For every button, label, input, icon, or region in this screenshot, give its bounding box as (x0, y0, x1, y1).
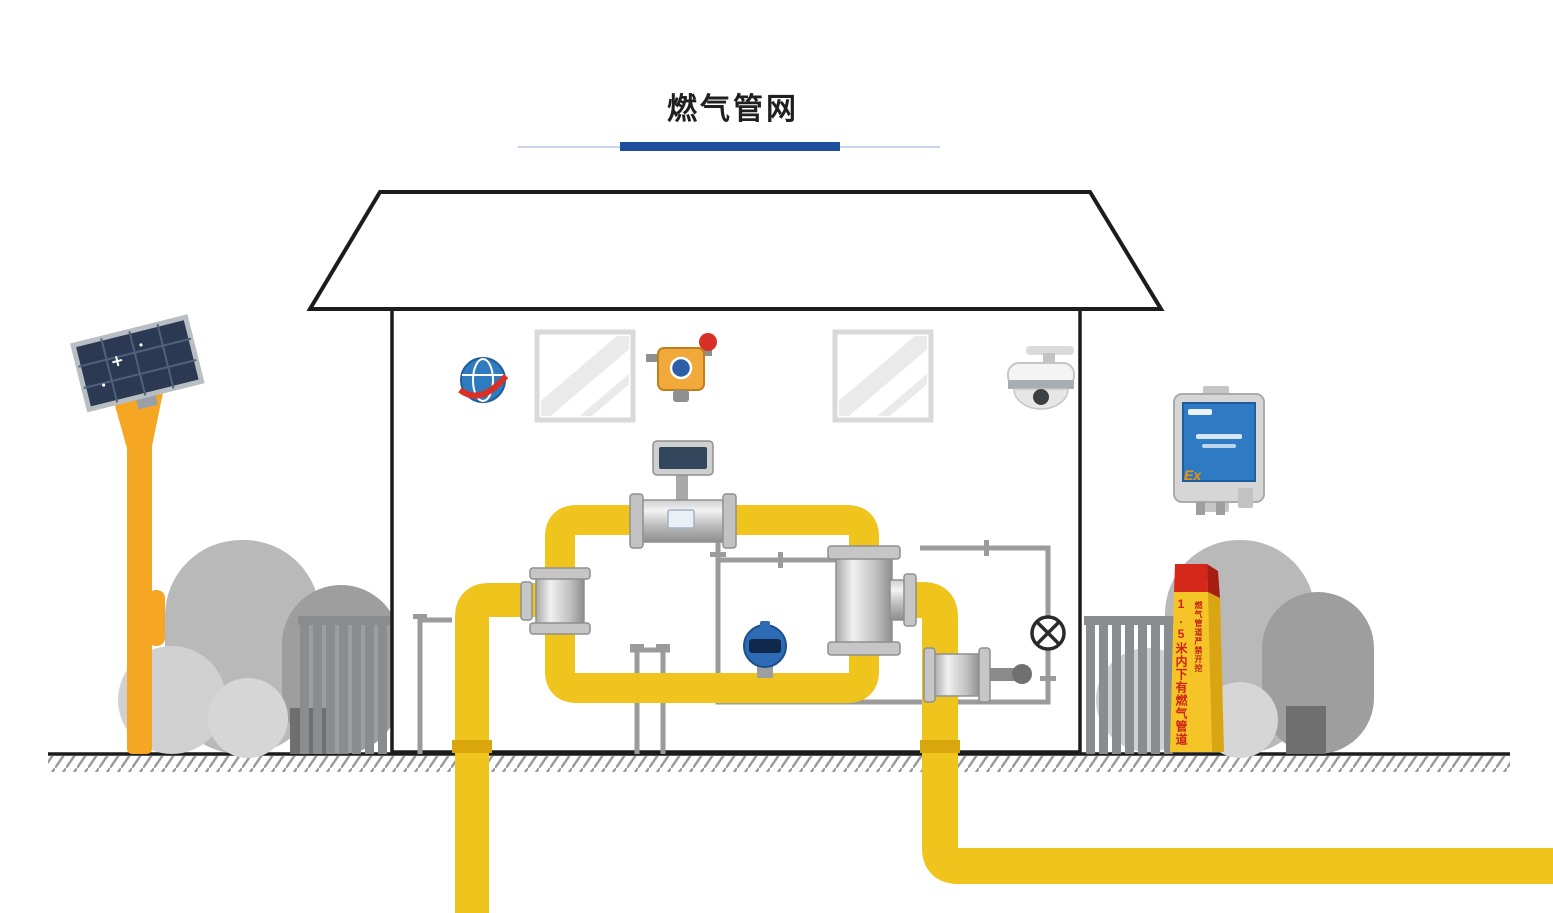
post-side (1208, 592, 1224, 752)
fence-right (1084, 616, 1177, 754)
valve-body (535, 575, 585, 627)
marker-post-text-side: 燃气管道严禁开挖 (1194, 601, 1203, 673)
alarm-beacon-icon (699, 333, 717, 351)
window-right (832, 329, 934, 423)
marker-post-text-front: 1.5米内下有燃气管道 (1174, 597, 1188, 746)
pressure-transmitter (743, 621, 787, 678)
tee-valve-right (827, 545, 917, 656)
transmitter-display (749, 639, 781, 653)
flow-meter (629, 440, 737, 549)
window-left (534, 329, 636, 423)
fence-left (298, 616, 391, 754)
inlet-riser-pipe (455, 583, 552, 913)
pipe-flanges (413, 540, 1056, 681)
box-panel (1182, 402, 1256, 482)
title-underline-accent (620, 142, 840, 151)
flow-meter-screen (659, 447, 707, 469)
bypass-pipes (413, 536, 1056, 754)
utility-bin (290, 708, 332, 754)
ground-hatch (48, 756, 1510, 772)
utility-bin (1286, 706, 1326, 754)
gate-valve-handwheel-icon (1030, 615, 1066, 651)
pole-bracket (148, 590, 165, 646)
post-front (1170, 592, 1212, 752)
house-roof (306, 190, 1165, 311)
flanged-valve (923, 647, 1032, 703)
valve-body (835, 555, 893, 645)
solar-light-pole (70, 314, 205, 754)
post-cap (1174, 564, 1208, 592)
ground (48, 752, 1510, 772)
company-logo-icon (458, 357, 509, 403)
ptz-camera (1007, 346, 1075, 410)
shrubs-right (1096, 540, 1374, 758)
valve-body (933, 653, 981, 697)
data-acquisition-box: Ex (1173, 386, 1265, 515)
regulator-station-house (306, 190, 1165, 754)
warning-marker-post (1170, 564, 1224, 752)
outlet-main-pipe (864, 582, 1553, 884)
detector-sensor (669, 356, 693, 380)
support-pipe (417, 617, 452, 754)
camera-lens (1033, 389, 1049, 405)
ex-marking: Ex (1184, 467, 1202, 483)
page-title: 燃气管网 (667, 93, 799, 126)
pipe-ground-joints (452, 740, 960, 753)
gas-detector (646, 333, 717, 402)
valve-actuator (1012, 664, 1032, 684)
tee-valve-left (520, 567, 591, 635)
bypass-loop (715, 536, 1051, 705)
solar-panel (70, 314, 205, 413)
pole (127, 430, 152, 754)
